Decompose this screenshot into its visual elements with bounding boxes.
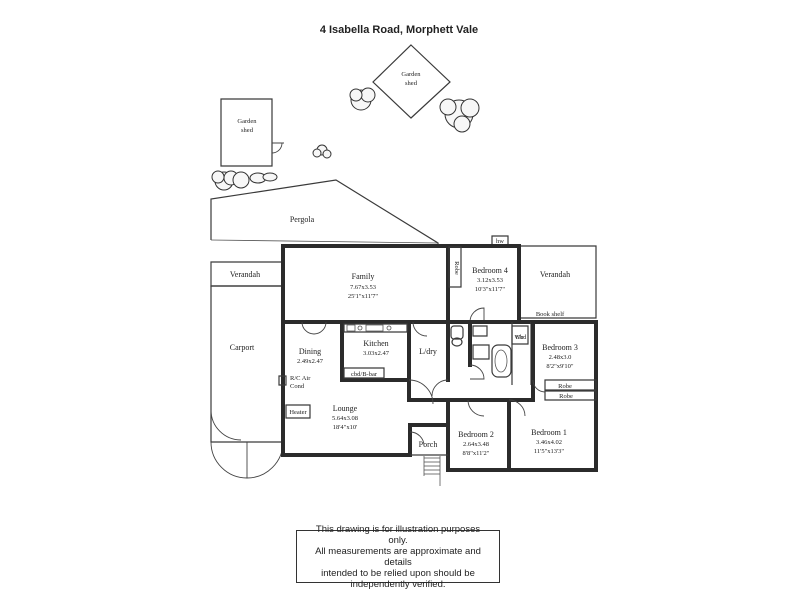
- kitchen: Kitchen 3.03x2.47 cbd/B-bar: [342, 322, 409, 400]
- family-label: Family: [352, 272, 375, 281]
- rc-aircon-label-1: R/C Air: [290, 375, 311, 382]
- family-imperial: 25'1"x11'7": [348, 293, 379, 300]
- wc-label: Wc: [514, 334, 523, 341]
- disclaimer-line-2: All measurements are approximate and det…: [315, 545, 481, 568]
- bedroom2-label: Bedroom 2: [458, 430, 494, 439]
- bedroom1-label: Bedroom 1: [531, 428, 567, 437]
- bedroom2-metric: 2.64x3.48: [463, 441, 489, 448]
- bedroom3-metric: 2.48x3.0: [549, 354, 572, 361]
- book-shelf-label: Book shelf: [536, 311, 565, 318]
- bedroom-3: Bedroom 3 2.48x3.0 8'2"x9'10" Robe Robe: [533, 322, 596, 400]
- carport-label: Carport: [230, 343, 255, 352]
- hallway: [448, 400, 533, 470]
- verandah-right-label: Verandah: [540, 270, 570, 279]
- tree-icon: [212, 171, 249, 190]
- kitchen-label: Kitchen: [363, 339, 388, 348]
- heater-label: Heater: [289, 409, 307, 416]
- porch: Porch: [410, 432, 448, 486]
- book-shelf: Book shelf: [536, 311, 565, 318]
- robe-bed3b-label: Robe: [559, 393, 573, 400]
- bedroom-2: Bedroom 2 2.64x3.48 8'8"x11'2": [458, 430, 494, 457]
- verandah-left-label: Verandah: [230, 270, 260, 279]
- tree-icon: [313, 145, 331, 158]
- cbd-bar-label: cbd/B-bar: [351, 371, 378, 378]
- dining-label: Dining: [299, 347, 321, 356]
- hws-label: hw: [496, 238, 504, 245]
- disclaimer-box: This drawing is for illustration purpose…: [296, 524, 500, 590]
- family-room: Family 7.67x3.53 25'1"x11'7": [283, 246, 448, 322]
- lounge-imperial: 18'4"x10': [333, 424, 358, 431]
- bedroom-4: Robe Bedroom 4 3.12x3.53 10'3"x11'7": [448, 246, 519, 322]
- cbd-label: Cbd: [516, 334, 528, 341]
- bathroom: Wc: [470, 322, 533, 385]
- pergola-label: Pergola: [290, 215, 315, 224]
- dining-room: Dining 2.49x2.47: [297, 322, 326, 365]
- garden-shed-left-label-1: Garden: [237, 118, 257, 125]
- bedroom4-label: Bedroom 4: [472, 266, 508, 275]
- bedroom4-imperial: 10'3"x11'7": [475, 286, 506, 293]
- air-conditioner: R/C Air Cond: [279, 375, 311, 390]
- rc-aircon-label-2: Cond: [290, 383, 305, 390]
- bedroom1-imperial: 11'5"x13'3": [534, 448, 565, 455]
- kitchen-metric: 3.03x2.47: [363, 350, 390, 357]
- verandah-right: Verandah: [519, 246, 596, 318]
- pergola: Pergola: [211, 180, 438, 246]
- garden-shed-top: Garden shed: [373, 45, 450, 118]
- family-metric: 7.67x3.53: [350, 284, 376, 291]
- disclaimer-line-3: intended to be relied upon should be: [321, 567, 475, 579]
- carport: Carport: [211, 262, 283, 478]
- steps: [424, 456, 440, 486]
- verandah-left: Verandah: [211, 262, 283, 286]
- bedroom3-label: Bedroom 3: [542, 343, 578, 352]
- robe-bed4-label: Robe: [453, 261, 460, 275]
- tree-icon: [250, 173, 277, 183]
- lounge: Lounge 5.64x3.08 18'4"x10': [332, 404, 358, 431]
- disclaimer-line-1: This drawing is for illustration purpose…: [315, 523, 481, 546]
- garden-shed-left-label-2: shed: [241, 127, 254, 134]
- lounge-label: Lounge: [333, 404, 358, 413]
- laundry: L/dry: [409, 322, 470, 404]
- dining-metric: 2.49x2.47: [297, 358, 324, 365]
- bedroom1-metric: 3.46x4.02: [536, 439, 562, 446]
- laundry-label: L/dry: [419, 347, 437, 356]
- robe-bed3a-label: Robe: [558, 383, 572, 390]
- hot-water-service: hw: [492, 236, 508, 245]
- bedroom4-metric: 3.12x3.53: [477, 277, 503, 284]
- porch-label: Porch: [419, 440, 438, 449]
- bedroom2-imperial: 8'8"x11'2": [463, 450, 490, 457]
- tree-icon: [440, 99, 479, 132]
- garden-shed-left: Garden shed: [221, 99, 284, 166]
- garden-shed-top-label-1: Garden: [401, 71, 421, 78]
- tree-icon: [350, 88, 375, 110]
- plan-title: 4 Isabella Road, Morphett Vale: [320, 24, 478, 36]
- bedroom3-imperial: 8'2"x9'10": [546, 363, 573, 370]
- disclaimer-line-4: independently verified.: [350, 578, 446, 590]
- garden-shed-top-label-2: shed: [405, 80, 418, 87]
- bedroom-1: Bedroom 1 3.46x4.02 11'5"x13'3": [531, 428, 567, 455]
- heater: Heater: [286, 405, 310, 418]
- lounge-metric: 5.64x3.08: [332, 415, 358, 422]
